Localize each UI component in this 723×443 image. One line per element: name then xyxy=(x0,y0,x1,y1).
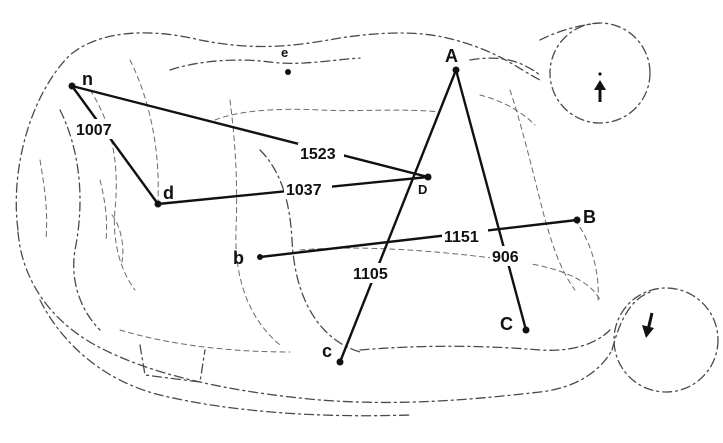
label-n: n xyxy=(82,69,93,89)
rear-detail-circle xyxy=(611,287,719,393)
line-b-B xyxy=(258,218,579,259)
point-D xyxy=(424,173,432,181)
line-n-d xyxy=(70,84,160,206)
point-b xyxy=(257,254,263,260)
label-A: A xyxy=(445,46,458,66)
measurement-lines xyxy=(70,68,579,364)
label-D: D xyxy=(418,182,427,197)
dist-b-B: 1151 xyxy=(444,229,479,246)
dist-n-D: 1523 xyxy=(300,146,336,163)
point-n xyxy=(68,82,76,90)
label-d: d xyxy=(163,183,174,203)
dist-A-C: 906 xyxy=(492,249,519,266)
distance-labels: 1007 1523 1037 1151 1105 906 xyxy=(74,119,530,283)
down-arrow-icon xyxy=(642,312,654,338)
line-A-c xyxy=(338,68,458,364)
point-B xyxy=(573,216,581,224)
dist-A-c: 1105 xyxy=(353,266,388,283)
dist-d-D: 1037 xyxy=(286,182,322,199)
point-C xyxy=(522,326,530,334)
point-c xyxy=(336,358,344,366)
label-b: b xyxy=(233,248,244,268)
up-arrow-icon xyxy=(594,72,606,102)
car-body-outline xyxy=(15,32,613,417)
line-A-C xyxy=(454,68,528,332)
reference-points xyxy=(68,66,581,366)
dist-n-d: 1007 xyxy=(76,122,112,139)
label-c: c xyxy=(322,341,332,361)
line-n-D xyxy=(70,84,430,179)
label-C: C xyxy=(500,314,513,334)
label-B: B xyxy=(583,207,596,227)
point-d xyxy=(154,200,162,208)
point-e xyxy=(285,69,291,75)
point-labels: n d D A B b c C e xyxy=(82,45,596,361)
front-detail-circle xyxy=(539,22,651,124)
label-e: e xyxy=(281,45,288,60)
point-A xyxy=(452,66,460,74)
